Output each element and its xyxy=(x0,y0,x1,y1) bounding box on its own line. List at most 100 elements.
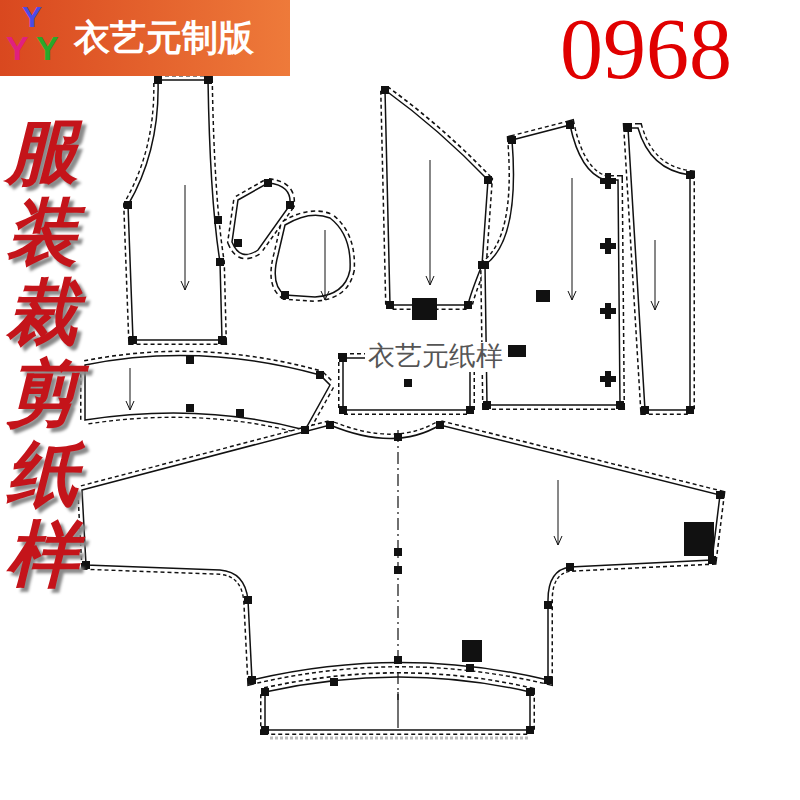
corner-mark xyxy=(248,676,256,684)
corner-mark xyxy=(244,596,252,604)
corner-mark xyxy=(204,76,212,84)
corner-mark xyxy=(716,491,724,499)
notch-block xyxy=(536,290,550,302)
fold-line xyxy=(397,692,398,728)
corner-mark xyxy=(544,676,552,684)
corner-mark xyxy=(234,239,242,247)
corner-mark xyxy=(264,179,272,187)
corner-mark xyxy=(624,124,632,132)
grain-line xyxy=(558,480,559,545)
corner-mark xyxy=(129,336,137,344)
grain-line xyxy=(325,230,326,300)
corner-mark xyxy=(330,678,338,686)
seam-allowance xyxy=(85,356,330,430)
button-mark xyxy=(600,173,616,189)
corner-mark xyxy=(316,371,324,379)
seam-allowance xyxy=(128,80,222,340)
pattern-piece xyxy=(82,425,720,680)
notch-block xyxy=(462,640,482,662)
corner-mark xyxy=(686,406,694,414)
corner-mark xyxy=(464,301,472,309)
corner-mark xyxy=(339,406,347,414)
corner-mark xyxy=(381,86,389,94)
cut-line xyxy=(265,677,530,730)
piece-fill xyxy=(85,356,330,430)
corner-mark xyxy=(281,291,289,299)
pattern-number: 0968 xyxy=(560,2,732,97)
corner-mark xyxy=(616,401,624,409)
piece-fill xyxy=(275,215,350,297)
brand-name: 衣艺元制版 xyxy=(74,14,254,63)
corner-mark xyxy=(566,121,574,129)
corner-mark xyxy=(216,258,224,266)
piece-fill xyxy=(82,425,720,680)
pattern-piece xyxy=(128,80,222,340)
corner-mark xyxy=(286,201,294,209)
grain-line xyxy=(430,160,431,285)
corner-mark xyxy=(124,201,132,209)
cut-line xyxy=(628,128,690,410)
grain-arrow xyxy=(426,276,434,285)
corner-mark xyxy=(236,409,244,417)
corner-mark xyxy=(214,216,222,224)
pattern-pieces xyxy=(82,80,720,730)
corner-mark xyxy=(301,426,309,434)
corner-mark xyxy=(436,421,444,429)
corner-mark xyxy=(566,563,574,571)
corner-mark xyxy=(386,301,394,309)
logo-letter: Y xyxy=(36,30,59,67)
pattern-piece xyxy=(85,356,330,430)
corner-mark xyxy=(261,688,269,696)
watermark: 衣艺元纸样 xyxy=(365,342,506,372)
corner-mark xyxy=(508,136,516,144)
seam-allowance xyxy=(265,677,530,730)
corner-mark xyxy=(544,601,552,609)
logo-letter: Y xyxy=(22,0,42,33)
corner-mark xyxy=(483,401,491,409)
button-mark xyxy=(600,303,616,319)
shadow-line xyxy=(270,737,528,740)
button-mark xyxy=(600,371,616,387)
corner-mark xyxy=(339,354,347,362)
pattern-piece xyxy=(385,90,488,305)
piece-fill xyxy=(385,90,488,305)
corner-mark xyxy=(708,556,716,564)
notch-block xyxy=(684,522,714,556)
corner-mark xyxy=(466,664,474,672)
corner-mark xyxy=(394,566,402,574)
corner-mark xyxy=(261,726,269,734)
seam-allowance xyxy=(628,128,690,410)
corner-mark xyxy=(326,421,334,429)
corner-mark xyxy=(484,176,492,184)
logo-letter: Y xyxy=(6,30,29,67)
seam-allowance xyxy=(275,215,350,297)
pattern-piece xyxy=(628,128,690,410)
corner-mark xyxy=(82,561,90,569)
corner-mark xyxy=(218,336,226,344)
piece-fill xyxy=(628,128,690,410)
grain-line xyxy=(572,178,573,300)
corner-mark xyxy=(394,656,402,664)
corner-mark xyxy=(404,379,412,387)
pattern-piece xyxy=(265,677,530,730)
grain-arrow xyxy=(181,281,189,290)
cut-line xyxy=(275,215,350,297)
pattern-piece xyxy=(275,215,350,297)
corner-mark xyxy=(186,404,194,412)
seam-allowance xyxy=(385,90,488,305)
corner-mark xyxy=(526,688,534,696)
cut-line xyxy=(128,80,222,340)
corner-mark xyxy=(154,76,162,84)
grain-arrow xyxy=(568,291,576,300)
grain-arrow xyxy=(126,401,134,410)
cut-line xyxy=(85,356,330,430)
grain-arrow xyxy=(321,291,329,300)
grain-arrow xyxy=(651,301,659,310)
piece-fill xyxy=(128,80,222,340)
corner-mark xyxy=(394,548,402,556)
corner-mark xyxy=(686,171,694,179)
grain-line xyxy=(185,185,186,290)
corner-mark xyxy=(641,406,649,414)
corner-mark xyxy=(526,726,534,734)
